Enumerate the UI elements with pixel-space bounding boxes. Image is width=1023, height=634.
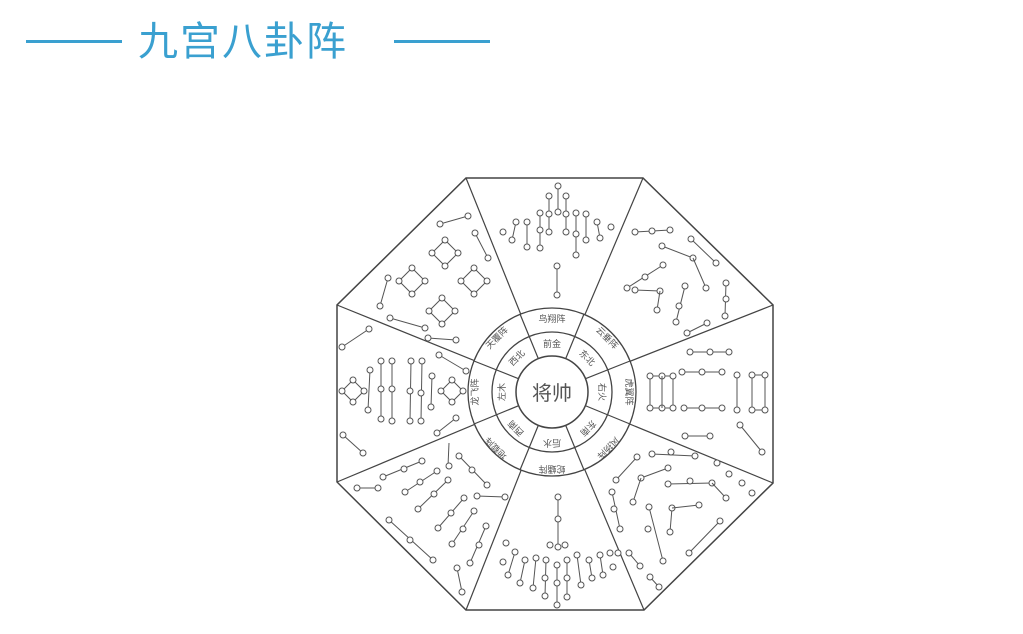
ring-label: 右火 [596,383,608,401]
right-sector-troops [646,348,769,456]
ring-label: 前金 [543,338,561,350]
formation-label: 鸟翔阵 [538,313,565,325]
top-left-sector-troops [376,212,492,328]
bottom-sector-troops [499,493,622,609]
formation-label: 虎翼阵 [623,378,635,405]
troop-markers [338,182,769,609]
formation-label: 蛇蟠阵 [538,463,565,475]
formation-label: 龙飞阵 [469,378,481,405]
center-label: 将帅 [532,381,572,405]
left-sector-troops [338,314,470,457]
title-right-dash [394,40,490,43]
bottom-right-sector-troops [608,448,756,591]
ring-label: 左木 [496,383,508,401]
middle-ring [491,331,613,453]
page-title: 九宫八卦阵 [138,19,348,65]
title-bar: 九宫八卦阵 [0,0,520,90]
top-right-sector-troops [623,226,730,337]
title-left-dash [26,40,122,43]
top-sector-troops [499,182,615,299]
bottom-left-sector-troops [353,442,509,596]
ring-label: 后水 [543,437,561,449]
center-circle [515,355,589,429]
